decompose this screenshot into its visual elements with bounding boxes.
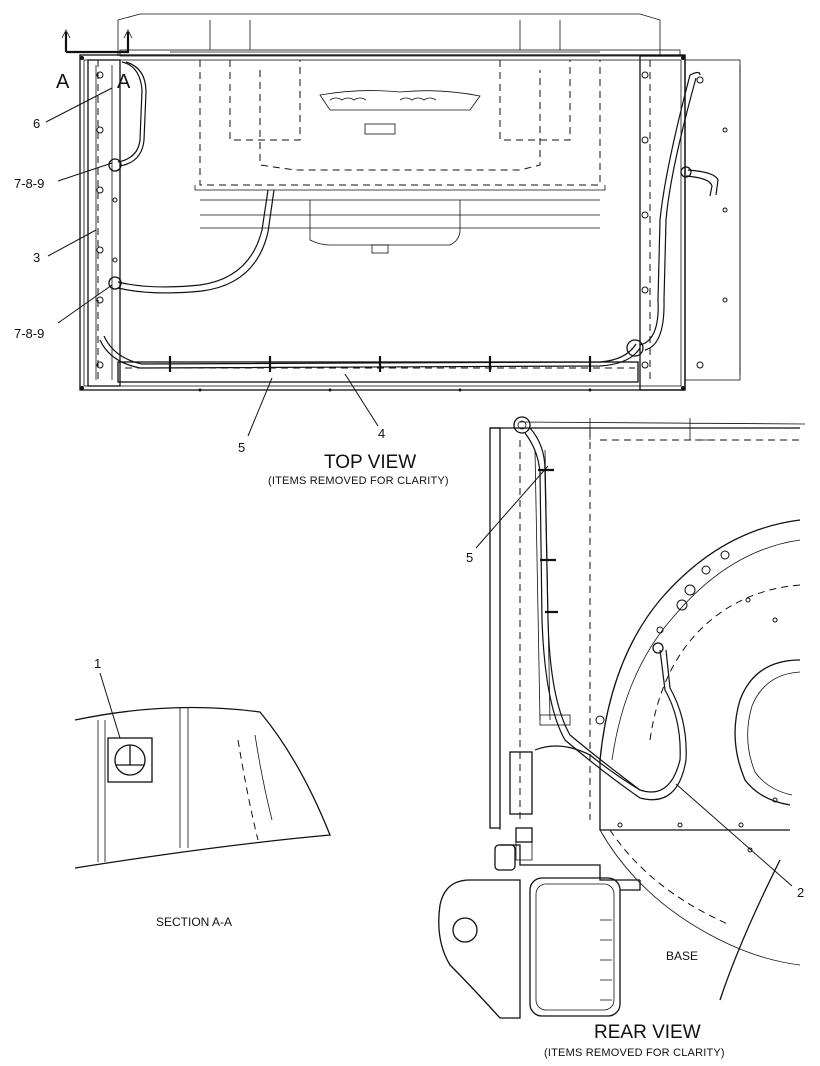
callout-7-8-9-lower: 7-8-9 — [14, 326, 44, 341]
callout-4: 4 — [378, 426, 385, 441]
callout-2: 2 — [797, 885, 804, 900]
callout-7-8-9-upper: 7-8-9 — [14, 176, 44, 191]
callout-5-top: 5 — [238, 440, 245, 455]
top-view-subtitle: (ITEMS REMOVED FOR CLARITY) — [268, 475, 449, 487]
top-view-title: TOP VIEW — [324, 452, 416, 473]
base-label: BASE — [666, 949, 698, 963]
callout-5-rear: 5 — [466, 550, 473, 565]
rear-view: 5 2 BASE REAR VIEW (ITEMS REMOVED FOR CL… — [438, 416, 806, 1059]
callout-1: 1 — [94, 656, 101, 671]
rear-view-title: REAR VIEW — [594, 1022, 701, 1043]
section-mark-left: A — [56, 71, 70, 93]
callout-3: 3 — [33, 250, 40, 265]
section-a-a: 1 SECTION A-A — [74, 656, 331, 929]
section-mark-right: A — [117, 71, 131, 93]
rear-view-subtitle: (ITEMS REMOVED FOR CLARITY) — [544, 1047, 725, 1059]
top-view: A A 6 7-8-9 3 7-8-9 5 4 TOP VIEW (ITEMS … — [14, 13, 741, 487]
section-a-a-title: SECTION A-A — [156, 915, 232, 929]
callout-6: 6 — [33, 116, 40, 131]
